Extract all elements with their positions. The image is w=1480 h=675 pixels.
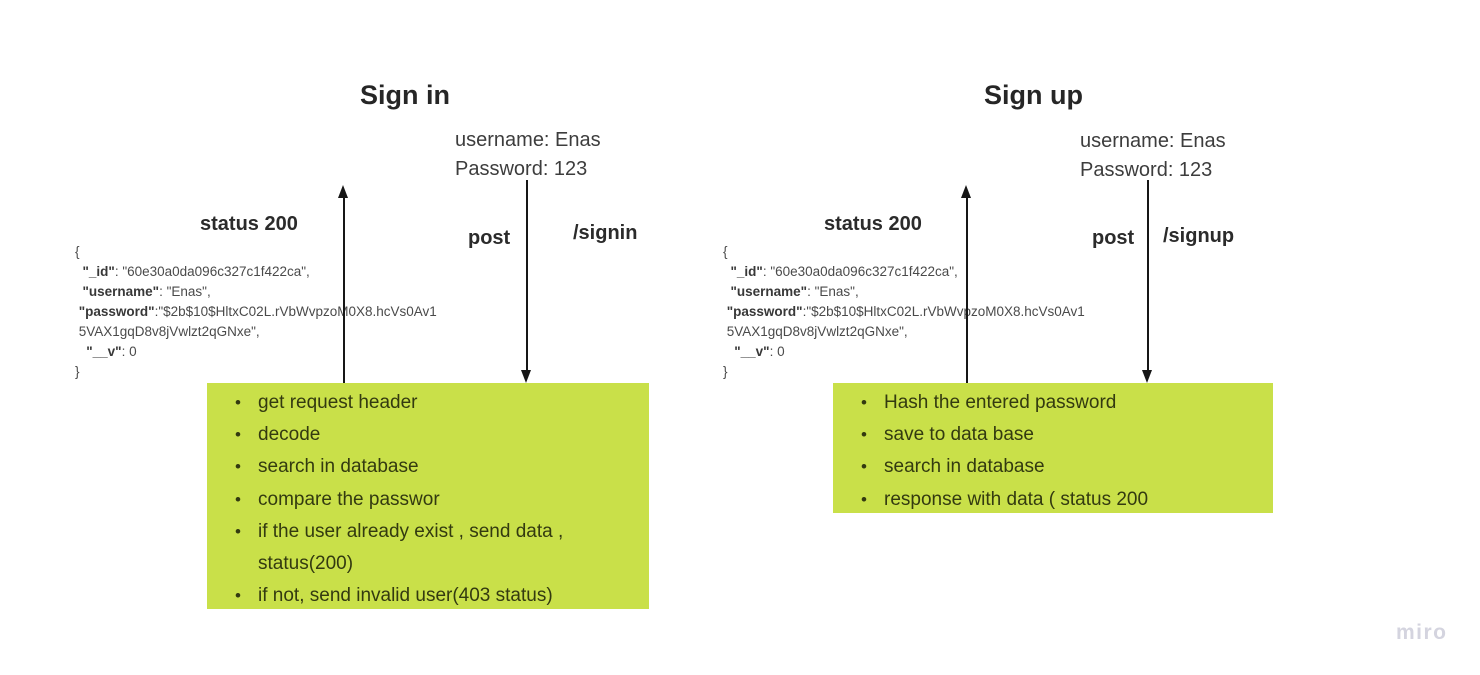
json-line: "password":"$2b$10$HltxC02L.rVbWvpzoM0X8…	[75, 302, 437, 322]
arrow-line	[343, 196, 345, 383]
json-rest: : "Enas",	[807, 284, 859, 299]
json-rest: : "60e30a0da096c327c1f422ca",	[114, 264, 310, 279]
json-line: "__v": 0	[75, 342, 437, 362]
signup-status-label: status 200	[824, 213, 922, 235]
arrow-line	[1147, 180, 1149, 371]
json-rest: :"$2b$10$HltxC02L.rVbWvpzoM0X8.hcVs0Av1	[802, 304, 1085, 319]
signup-request-text: username: Enas Password: 123	[1080, 127, 1226, 185]
json-line: "username": "Enas",	[75, 282, 437, 302]
step-item: save to data base	[833, 419, 1265, 451]
json-key: "__v"	[75, 344, 122, 359]
step-item: decode	[207, 419, 641, 451]
arrow-down-head-icon	[1142, 370, 1152, 383]
signup-request-username: username: Enas	[1080, 130, 1226, 152]
json-rest: : "60e30a0da096c327c1f422ca",	[762, 264, 958, 279]
json-rest: : "Enas",	[159, 284, 211, 299]
json-key: "password"	[723, 304, 803, 319]
json-rest: }	[723, 364, 728, 379]
json-line: "password":"$2b$10$HltxC02L.rVbWvpzoM0X8…	[723, 302, 1085, 322]
signin-method-label: post	[468, 227, 511, 249]
step-item: Hash the entered password	[833, 387, 1265, 419]
json-rest: {	[723, 244, 728, 259]
json-key: "username"	[75, 284, 160, 299]
step-item: get request header	[207, 387, 641, 419]
signin-request-username: username: Enas	[455, 129, 601, 151]
step-item: response with data ( status 200	[833, 484, 1265, 513]
step-item: if the user already exist , send data , …	[207, 516, 641, 580]
step-item: if not, send invalid user(403 status)	[207, 580, 641, 609]
json-key: "password"	[75, 304, 155, 319]
signin-request-text: username: Enas Password: 123	[455, 126, 601, 184]
miro-logo: miro	[1396, 621, 1448, 644]
json-key: "__v"	[723, 344, 770, 359]
json-line: }	[723, 362, 1085, 382]
step-item: search in database	[207, 451, 641, 483]
arrow-up-head-icon	[961, 185, 971, 198]
json-key: "username"	[723, 284, 808, 299]
signin-steps-note: get request header decode search in data…	[207, 383, 649, 609]
json-line: }	[75, 362, 437, 382]
json-rest: }	[75, 364, 80, 379]
arrow-down-head-icon	[521, 370, 531, 383]
json-line: {	[723, 242, 1085, 262]
signup-method-label: post	[1092, 227, 1135, 249]
json-line: {	[75, 242, 437, 262]
signin-response-json: { "_id": "60e30a0da096c327c1f422ca", "us…	[75, 242, 437, 382]
json-rest: 5VAX1gqD8v8jVwlzt2qGNxe",	[75, 324, 260, 339]
json-line: "username": "Enas",	[723, 282, 1085, 302]
json-line: 5VAX1gqD8v8jVwlzt2qGNxe",	[723, 322, 1085, 342]
step-item: search in database	[833, 451, 1265, 483]
arrow-line	[526, 180, 528, 371]
json-key: "_id"	[723, 264, 763, 279]
json-line: "_id": "60e30a0da096c327c1f422ca",	[75, 262, 437, 282]
signin-steps-list: get request header decode search in data…	[207, 383, 649, 609]
step-item: compare the passwor	[207, 484, 641, 516]
signin-route-label: /signin	[573, 222, 638, 244]
json-key: "_id"	[75, 264, 115, 279]
json-rest: : 0	[121, 344, 137, 359]
json-rest: :"$2b$10$HltxC02L.rVbWvpzoM0X8.hcVs0Av1	[154, 304, 437, 319]
json-line: "__v": 0	[723, 342, 1085, 362]
json-rest: : 0	[769, 344, 785, 359]
signup-response-json: { "_id": "60e30a0da096c327c1f422ca", "us…	[723, 242, 1085, 382]
signup-title: Sign up	[984, 80, 1083, 110]
signin-title: Sign in	[360, 80, 450, 110]
signin-status-label: status 200	[200, 213, 298, 235]
arrow-up-head-icon	[338, 185, 348, 198]
signup-request-password: Password: 123	[1080, 159, 1213, 181]
json-line: "_id": "60e30a0da096c327c1f422ca",	[723, 262, 1085, 282]
signup-route-label: /signup	[1163, 225, 1235, 247]
json-line: 5VAX1gqD8v8jVwlzt2qGNxe",	[75, 322, 437, 342]
json-rest: {	[75, 244, 80, 259]
json-rest: 5VAX1gqD8v8jVwlzt2qGNxe",	[723, 324, 908, 339]
signin-request-password: Password: 123	[455, 158, 588, 180]
signup-steps-note: Hash the entered password save to data b…	[833, 383, 1273, 513]
arrow-line	[966, 196, 968, 383]
signup-steps-list: Hash the entered password save to data b…	[833, 383, 1273, 513]
